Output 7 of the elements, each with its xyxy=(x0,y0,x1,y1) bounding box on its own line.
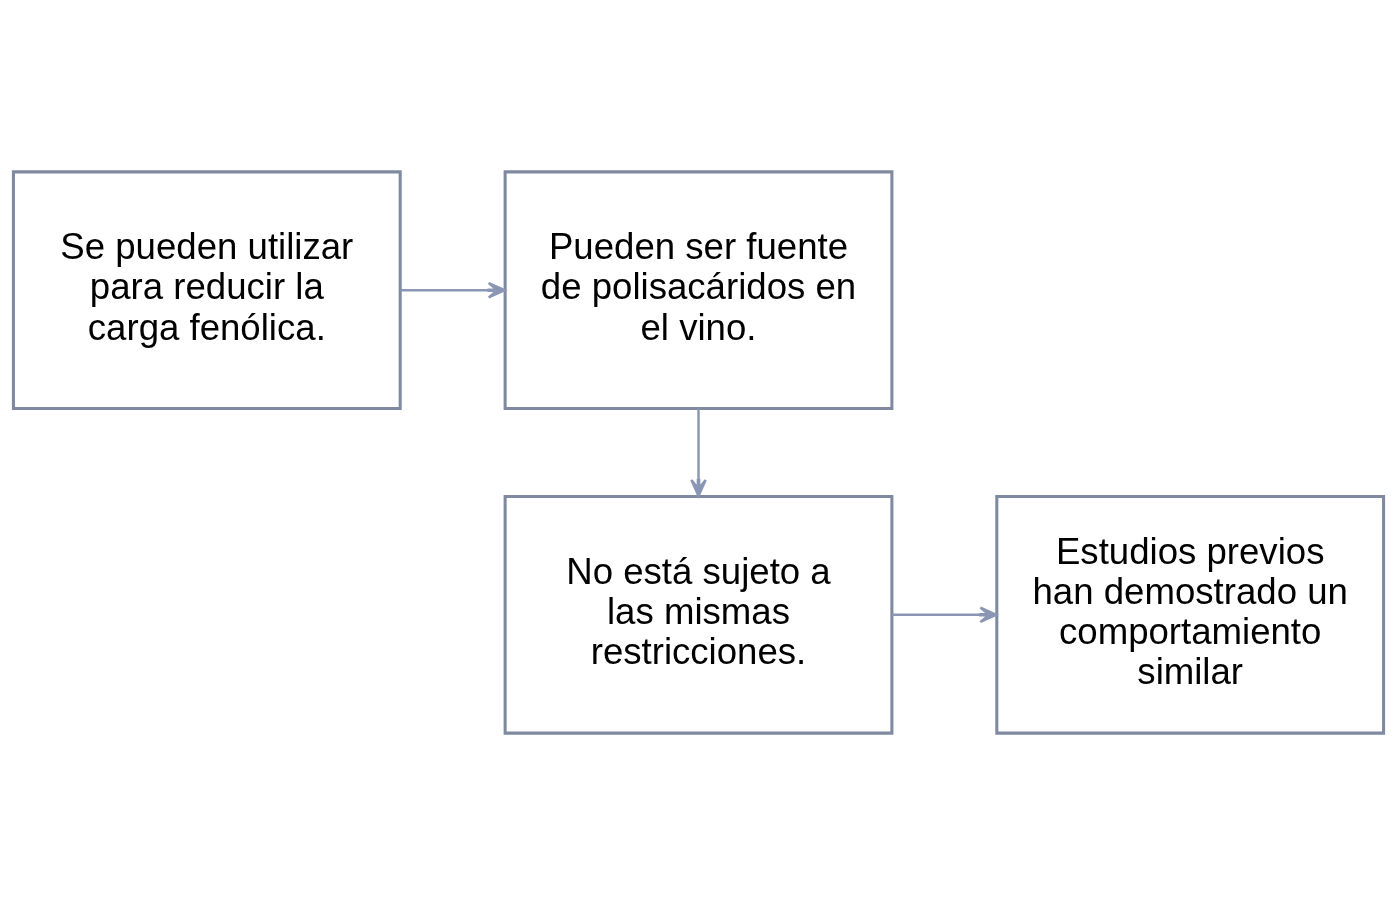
arrow xyxy=(400,281,506,299)
arrow xyxy=(892,605,998,623)
arrow xyxy=(690,408,707,497)
node-box: Estudios previos han demostrado un comportamiento similar xyxy=(995,494,1386,735)
node-box: No está sujeto a las mismas restricciones. xyxy=(503,494,894,735)
node-box: Pueden ser fuente de polisacáridos en el vino. xyxy=(503,169,894,410)
node-box: Se pueden utilizar para reducir la carga fenólica. xyxy=(11,169,402,410)
